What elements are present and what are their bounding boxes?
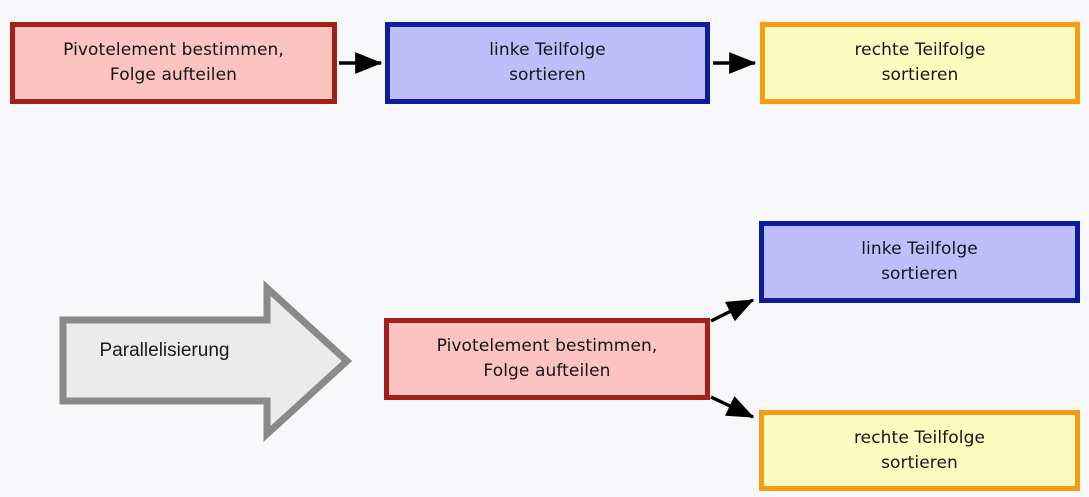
connector-parallel-pivot-to-left bbox=[710, 298, 755, 323]
node-right-parallel[interactable]: rechte Teilfolge sortieren bbox=[759, 410, 1080, 491]
parallelisierung-label: Parallelisierung bbox=[99, 340, 230, 361]
node-text-line2: sortieren bbox=[881, 452, 958, 473]
node-text-line2: Folge aufteilen bbox=[109, 65, 238, 85]
node-text-line1: rechte Teilfolge bbox=[853, 427, 986, 448]
node-text-line1: linke Teilfolge bbox=[861, 239, 978, 260]
node-text-line1: Pivotelement bestimmen, bbox=[63, 40, 284, 61]
node-left-parallel[interactable]: linke Teilfolge sortieren bbox=[759, 221, 1080, 303]
node-text-line2: Folge aufteilen bbox=[483, 361, 611, 381]
node-text-line2: sortieren bbox=[881, 264, 958, 284]
connector-parallel-pivot-to-right bbox=[710, 395, 755, 419]
node-pivot-sequential[interactable]: Pivotelement bestimmen, Folge aufteilen bbox=[10, 22, 337, 104]
node-text-line2: sortieren bbox=[509, 65, 586, 85]
node-text-line1: linke Teilfolge bbox=[489, 40, 606, 61]
node-left-sequential[interactable]: linke Teilfolge sortieren bbox=[385, 22, 710, 104]
parallelisierung-arrow-shape bbox=[59, 280, 353, 442]
node-text-line1: Pivotelement bestimmen, bbox=[436, 336, 658, 357]
node-right-sequential[interactable]: rechte Teilfolge sortieren bbox=[760, 22, 1080, 104]
node-text-line1: rechte Teilfolge bbox=[854, 40, 986, 61]
node-pivot-parallel[interactable]: Pivotelement bestimmen, Folge aufteilen bbox=[384, 318, 710, 400]
node-text-line2: sortieren bbox=[881, 65, 959, 85]
